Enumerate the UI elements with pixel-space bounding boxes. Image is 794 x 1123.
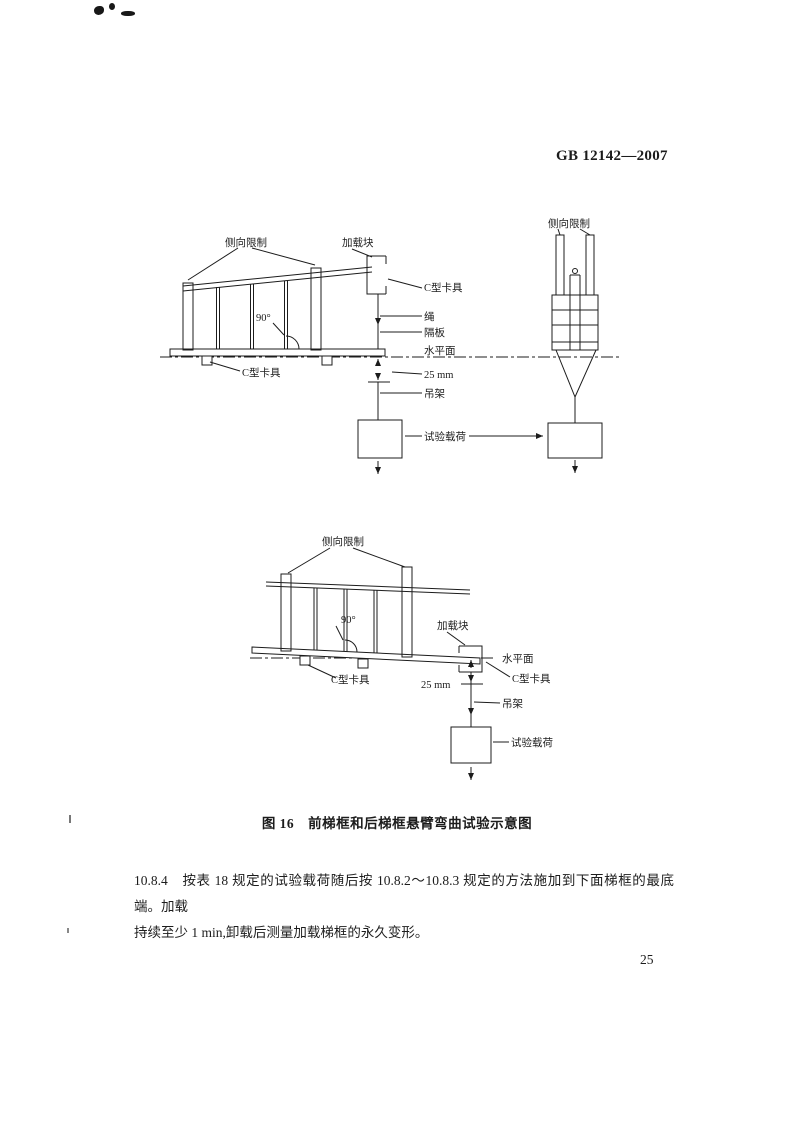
- label-c-clamp-lower: C型卡具: [242, 366, 281, 379]
- label-c-clamp-upper: C型卡具: [424, 281, 463, 294]
- label-rope: 绳: [424, 310, 435, 323]
- clause-line-2: 持续至少 1 min,卸载后测量加载梯框的永久变形。: [134, 925, 429, 940]
- label-dim-25mm: 25 mm: [421, 680, 450, 691]
- test-load-weight: [547, 422, 603, 459]
- label-test-load: 试验载荷: [424, 430, 466, 443]
- scan-artifact: [67, 928, 69, 933]
- clause-line-1: 10.8.4 按表 18 规定的试验载荷随后按 10.8.2～10.8.3 规定…: [134, 873, 674, 914]
- figure-caption: 图 16 前梯框和后梯框悬臂弯曲试验示意图: [261, 816, 533, 831]
- scan-artifact: [69, 815, 71, 823]
- scan-artifact: [109, 3, 115, 10]
- leader-line: [209, 361, 241, 372]
- label-angle-90: 90°: [256, 313, 271, 324]
- clause-10-8-4: 10.8.4 按表 18 规定的试验载荷随后按 10.8.2～10.8.3 规定…: [134, 868, 674, 946]
- label-c-clamp-left: C型卡具: [331, 673, 370, 686]
- label-loading-block: 加载块: [342, 237, 374, 249]
- c-clamp-foot: [321, 355, 333, 366]
- test-load-weight: [357, 419, 403, 459]
- lateral-restraint-bar: [310, 267, 322, 351]
- label-partition: 隔板: [424, 326, 445, 339]
- lateral-restraint-bar: [280, 573, 292, 652]
- test-load-weight: [450, 726, 492, 764]
- loading-block-clamp: [366, 255, 387, 295]
- lateral-restraint-bar: [401, 566, 413, 658]
- ladder-frame-side-view: [169, 255, 387, 366]
- c-clamp-foot: [299, 655, 311, 666]
- leader-lines: [287, 547, 511, 743]
- ladder-frame-side-view: [251, 566, 483, 673]
- ladder-frame-end-view: [547, 234, 603, 473]
- c-clamp-foot: [357, 658, 369, 669]
- lateral-restraint-bar: [555, 234, 565, 296]
- scan-artifact: [121, 11, 135, 16]
- label-hanger: 吊架: [424, 388, 445, 400]
- label-loading-block: 加载块: [437, 620, 469, 632]
- lateral-restraint-bar: [585, 234, 595, 296]
- label-lateral-restraint: 侧向限制: [225, 236, 267, 249]
- c-clamp-foot: [201, 355, 213, 366]
- page-number: 25: [640, 952, 654, 967]
- label-horizontal-plane: 水平面: [502, 653, 534, 665]
- diagram-cantilever-test-bottom: 侧向限制 90° 加载块 水平面 C型卡具 25 mm C型卡具 吊架 试验载荷: [250, 535, 553, 780]
- lateral-restraint-bar: [182, 282, 194, 351]
- label-lateral-restraint: 侧向限制: [322, 535, 364, 548]
- diagram-cantilever-test-top: 侧向限制 加载块 C型卡具 绳 隔板 水平面 25 mm 吊架 试验载荷 90°…: [160, 217, 620, 474]
- label-c-clamp-right: C型卡具: [512, 672, 551, 685]
- label-angle-90: 90°: [341, 615, 356, 626]
- leader-lines: [187, 228, 591, 439]
- standard-code: GB 12142—2007: [556, 148, 668, 164]
- label-dim-25mm: 25 mm: [424, 370, 453, 381]
- label-hanger: 吊架: [502, 698, 523, 710]
- scan-artifact: [94, 6, 104, 15]
- load-assembly: [357, 359, 403, 474]
- label-lateral-restraint-end-view: 侧向限制: [548, 217, 590, 230]
- angle-arc: [285, 335, 300, 350]
- angle-arc: [344, 639, 358, 653]
- load-assembly: [450, 660, 492, 780]
- label-horizontal-plane: 水平面: [424, 345, 456, 357]
- label-test-load: 试验载荷: [511, 736, 553, 749]
